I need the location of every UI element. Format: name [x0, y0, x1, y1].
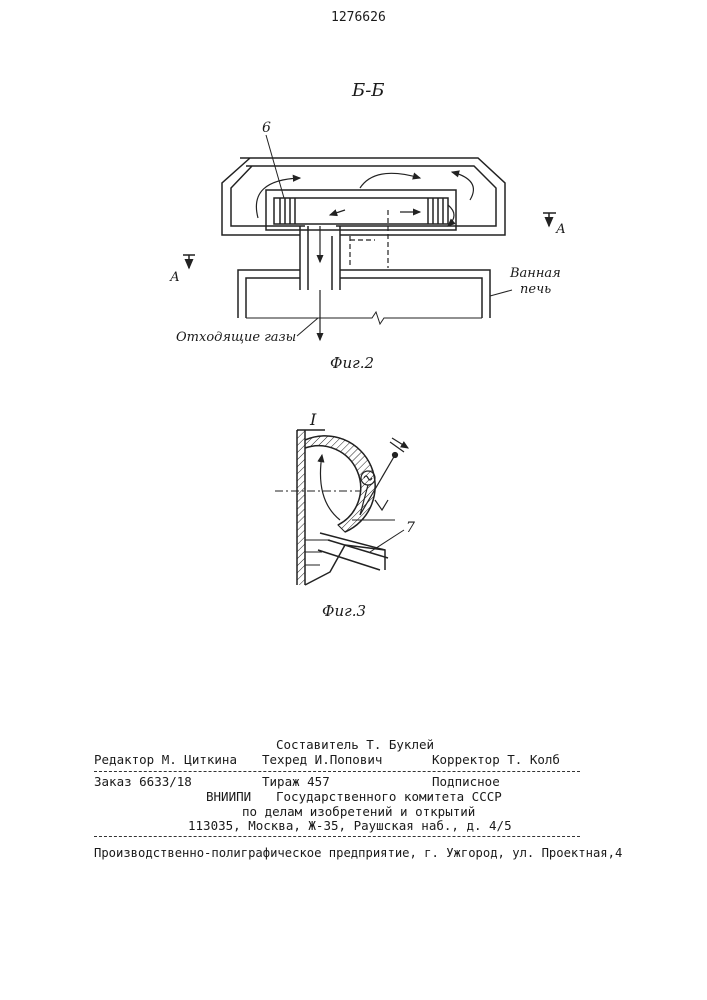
figure-2-caption: Фиг.2 [330, 354, 374, 372]
furnace-body [238, 270, 490, 318]
corrector-line: Корректор Т. Колб [432, 752, 560, 767]
cut-label-left: А [170, 270, 180, 285]
furnace-label-line1: Ванная [510, 266, 561, 282]
part-label-6: 6 [262, 120, 271, 136]
compiler-line: Составитель Т. Буклей [276, 737, 434, 752]
editor-line: Редактор М. Циткина [94, 752, 237, 767]
detail-label: I [310, 410, 316, 429]
circulation-line: Тираж 457 [262, 774, 330, 789]
part-label-7: 7 [406, 520, 415, 536]
divider-1 [94, 771, 580, 772]
org-abbr: ВНИИПИ [206, 789, 251, 804]
order-line: Заказ 6633/18 [94, 774, 192, 789]
org-line1: Государственного комитета СССР [276, 789, 502, 804]
cut-label-right: А [556, 222, 566, 237]
figure-3-caption: Фиг.3 [322, 602, 366, 620]
subscription-line: Подписное [432, 774, 500, 789]
furnace-label-line2: печь [510, 282, 561, 298]
address-line: 113035, Москва, Ж-35, Раушская наб., д. … [188, 818, 512, 833]
org-line2: по делам изобретений и открытий [242, 804, 475, 819]
furnace-label: Ванная печь [510, 266, 561, 298]
techred-line: Техред И.Попович [262, 752, 382, 767]
printer-line: Производственно-полиграфическое предприя… [94, 846, 622, 860]
section-label: Б-Б [352, 80, 385, 101]
exhaust-label: Отходящие газы [176, 330, 296, 345]
divider-2 [94, 836, 580, 837]
